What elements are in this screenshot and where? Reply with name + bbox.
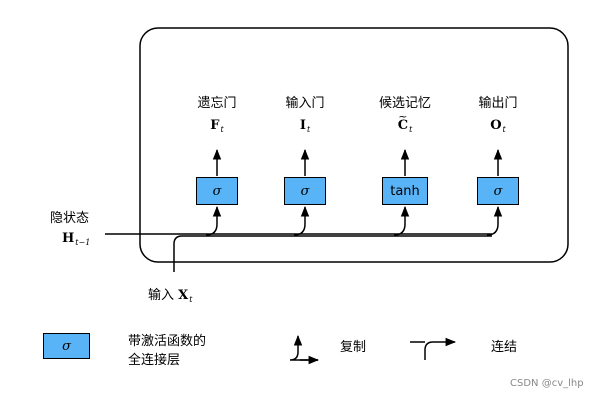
gate-symbol-candidate: Ct bbox=[398, 118, 413, 137]
sigma-label: σ bbox=[493, 183, 503, 199]
gate-input-branch bbox=[486, 205, 503, 236]
legend-fc-text: 带激活函数的 全连接层 bbox=[128, 332, 206, 370]
sigma-label: σ bbox=[212, 183, 222, 199]
copy-icon bbox=[290, 336, 318, 361]
input-label: 输入 Xt bbox=[148, 288, 193, 304]
hidden-state-symbol: Ht−1 bbox=[62, 231, 91, 247]
legend-fc-line2: 全连接层 bbox=[128, 353, 181, 368]
tanh-label: tanh bbox=[390, 183, 420, 199]
lstm-cell-box bbox=[139, 27, 569, 263]
candidate-memory-box: tanh bbox=[382, 177, 428, 205]
gate-input-branch bbox=[293, 205, 310, 236]
gate-label-candidate: 候选记忆 bbox=[378, 96, 432, 111]
gate-symbol-output: Ot bbox=[490, 118, 506, 134]
gate-input-branch bbox=[393, 205, 410, 236]
input-concat-line bbox=[173, 235, 492, 272]
gate-label-input: 输入门 bbox=[285, 96, 325, 111]
output-gate-box: σ bbox=[477, 177, 519, 205]
gate-input-branch bbox=[205, 205, 222, 236]
legend-fc-line1: 带激活函数的 bbox=[128, 334, 207, 349]
legend-fc-box: σ bbox=[43, 333, 90, 359]
watermark: CSDN @cv_lhp bbox=[510, 378, 584, 389]
forget-gate-box: σ bbox=[196, 177, 238, 205]
gate-label-output: 输出门 bbox=[478, 96, 518, 111]
hidden-state-label: 隐状态 bbox=[50, 211, 90, 226]
concat-icon bbox=[410, 342, 455, 360]
input-gate-box: σ bbox=[284, 177, 326, 205]
legend-concat-label: 连结 bbox=[491, 340, 518, 355]
gate-symbol-forget: Ft bbox=[210, 118, 224, 134]
sigma-label: σ bbox=[62, 338, 71, 354]
gate-symbol-input: It bbox=[299, 118, 311, 134]
gate-label-forget: 遗忘门 bbox=[197, 96, 237, 111]
legend-copy-label: 复制 bbox=[340, 340, 367, 355]
sigma-label: σ bbox=[300, 183, 310, 199]
